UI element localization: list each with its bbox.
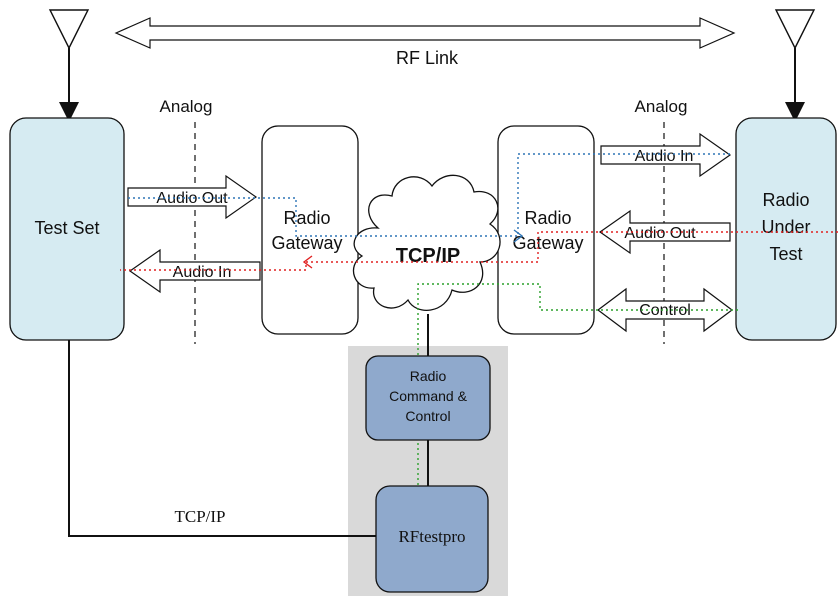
- tcpip-cloud-label: TCP/IP: [396, 245, 460, 267]
- rcc-line3: Control: [405, 408, 450, 424]
- tcpip-cloud: [352, 174, 501, 311]
- rcc-line1: Radio: [410, 368, 447, 384]
- audio-out-path-arrowhead: [302, 255, 313, 269]
- antenna-right-icon: [774, 9, 816, 122]
- rf-link-label: RF Link: [396, 48, 459, 68]
- radio-gateway-left-box: [261, 125, 359, 335]
- testset-to-rftestpro-connector: [68, 340, 376, 537]
- radio-command-control-box: [365, 355, 491, 441]
- rftestpro-label: RFtestpro: [398, 527, 465, 546]
- audio-out-path: [120, 231, 838, 271]
- test-set-box: [9, 117, 125, 341]
- rg-left-line2: Gateway: [271, 233, 342, 253]
- radio-under-test-box: [735, 117, 837, 341]
- radio-gateway-right-box: [497, 125, 595, 335]
- tcpip-link-label: TCP/IP: [174, 507, 225, 526]
- rg-right-line2: Gateway: [512, 233, 583, 253]
- analog-label-right: Analog: [635, 97, 688, 116]
- rut-label-line1: Radio: [762, 190, 809, 210]
- rut-label-line2: Under: [761, 217, 810, 237]
- audio-out-right-arrow: [598, 209, 731, 255]
- audio-out-right-label: Audio Out: [624, 225, 696, 242]
- control-label: Control: [639, 302, 691, 319]
- rg-right-line1: Radio: [524, 208, 571, 228]
- audio-out-left-arrow: [127, 174, 258, 220]
- rcc-line2: Command &: [389, 388, 467, 404]
- control-path: [417, 283, 740, 500]
- audio-out-left-label: Audio Out: [156, 190, 228, 207]
- antenna-left-icon: [48, 9, 90, 122]
- rf-link-arrow: [114, 17, 736, 49]
- audio-in-right-arrow: [600, 132, 732, 178]
- audio-in-left-label: Audio In: [173, 264, 232, 281]
- test-set-label: Test Set: [34, 218, 99, 238]
- audio-in-path: [128, 153, 730, 237]
- audio-in-path-arrowhead: [513, 229, 524, 243]
- rftestpro-box: [375, 485, 489, 593]
- analog-label-left: Analog: [160, 97, 213, 116]
- audio-in-left-arrow: [128, 248, 261, 294]
- rut-label-line3: Test: [769, 244, 802, 264]
- audio-in-right-label: Audio In: [635, 148, 694, 165]
- rg-left-line1: Radio: [283, 208, 330, 228]
